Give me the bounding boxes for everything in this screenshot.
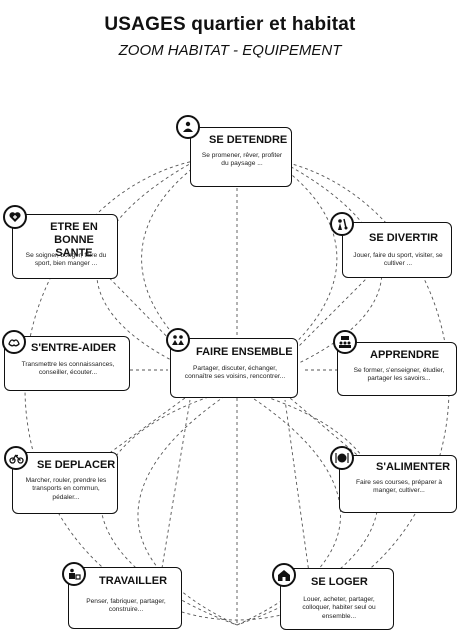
node-entre-aider: S'ENTRE-AIDER Transmettre les connaissan… [4, 336, 130, 391]
node-se-divertir: SE DIVERTIR Jouer, faire du sport, visit… [342, 222, 452, 278]
learning-group-icon [333, 330, 357, 354]
node-se-deplacer: SE DEPLACER Marcher, rouler, prendre les… [12, 452, 118, 514]
entertainment-icon [330, 212, 354, 236]
node-s-alimenter-desc: Faire ses courses, préparer à manger, cu… [355, 479, 443, 495]
diagram-title: USAGES quartier et habitat [104, 14, 356, 35]
spoke-bottom-right [284, 399, 311, 581]
node-se-detendre-desc: Se promener, rêver, profiter du paysage … [201, 152, 283, 168]
spoke-bottom-left [159, 399, 191, 581]
node-se-divertir-label: SE DIVERTIR [369, 232, 439, 244]
node-travailler-desc: Penser, fabriquer, partager, construire.… [86, 598, 166, 614]
node-bonne-sante-label: ETRE EN BONNE SANTE [50, 221, 98, 259]
node-se-loger: SE LOGER Louer, acheter, partager, collo… [280, 568, 394, 630]
node-se-loger-label: SE LOGER [311, 576, 368, 588]
work-icon [62, 562, 86, 586]
node-faire-ensemble-desc: Partager, discuter, échanger, connaître … [184, 365, 286, 381]
node-entre-aider-label: S'ENTRE-AIDER [31, 342, 117, 354]
node-travailler: TRAVAILLER Penser, fabriquer, partager, … [68, 567, 182, 629]
node-travailler-label: TRAVAILLER [99, 575, 168, 587]
node-bonne-sante-desc: Se soigner, bouger, faire du sport, bien… [25, 252, 107, 268]
node-se-loger-desc: Louer, acheter, partager, colloquer, hab… [302, 596, 376, 620]
spoke-lower-left [99, 397, 186, 461]
relax-icon [176, 115, 200, 139]
house-icon [272, 563, 296, 587]
node-se-deplacer-label: SE DEPLACER [37, 459, 116, 471]
node-apprendre-desc: Se former, s'enseigner, étudier, partage… [353, 367, 445, 383]
node-faire-ensemble-label: FAIRE ENSEMBLE [196, 346, 293, 358]
node-s-alimenter: S'ALIMENTER Faire ses courses, préparer … [339, 455, 457, 513]
node-apprendre: APPRENDRE Se former, s'enseigner, étudie… [337, 342, 457, 396]
node-s-alimenter-label: S'ALIMENTER [376, 461, 451, 473]
right-outer-curve-top [236, 139, 383, 389]
diagram-subtitle: ZOOM HABITAT - EQUIPEMENT [118, 42, 342, 59]
node-se-detendre-label: SE DETENDRE [209, 134, 288, 146]
helping-hands-icon [2, 330, 26, 354]
node-se-detendre: SE DETENDRE Se promener, rêver, profiter… [190, 127, 292, 187]
heart-health-icon [3, 205, 27, 229]
people-together-icon [166, 328, 190, 352]
node-entre-aider-desc: Transmettre les connaissances, conseille… [21, 361, 115, 377]
node-apprendre-label: APPRENDRE [370, 349, 440, 361]
right-petal-curve [236, 139, 341, 626]
node-faire-ensemble: FAIRE ENSEMBLE Partager, discuter, échan… [170, 338, 298, 398]
node-se-deplacer-desc: Marcher, rouler, prendre les transports … [25, 477, 107, 501]
node-se-divertir-desc: Jouer, faire du sport, visiter, se culti… [353, 252, 443, 268]
plate-icon [330, 446, 354, 470]
node-bonne-sante: ETRE EN BONNE SANTE Se soigner, bouger, … [12, 214, 118, 279]
bicycle-icon [4, 446, 28, 470]
